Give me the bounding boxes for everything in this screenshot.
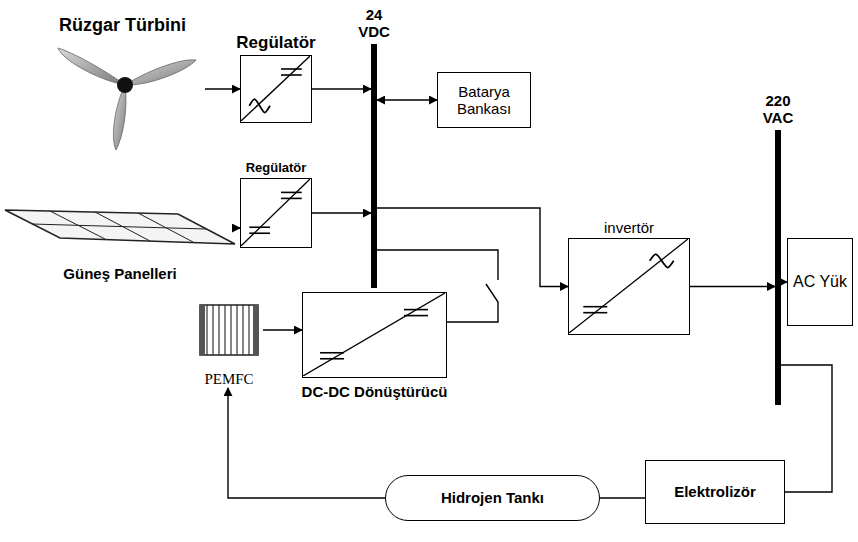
node-label: DC-DC Dönüştürücü [302, 383, 448, 400]
dc-dc-converter-box: DC-DC Dönüştürücü [302, 292, 447, 378]
connector [205, 88, 240, 89]
fuel-cell: PEMFC [195, 300, 263, 388]
converter-symbol [569, 239, 688, 333]
node-label: Regülatör [246, 161, 307, 176]
node-label: Rüzgar Türbini [59, 15, 186, 36]
node-label: Batarya Bankası [438, 83, 530, 118]
converter-symbol [241, 56, 310, 121]
regulator-box: Regülatör [240, 178, 312, 248]
node-label: Güneş Panelleri [63, 265, 176, 282]
connector [228, 388, 385, 498]
node-label: AC Yük [793, 273, 847, 291]
connector [600, 497, 645, 498]
connector [312, 88, 371, 89]
solar-panels: Güneş Panelleri [5, 200, 235, 282]
hydrogen-tank: Hidrojen Tankı [385, 475, 600, 521]
node-label: invertör [604, 219, 654, 236]
node-label: Hidrojen Tankı [441, 489, 544, 506]
node-label: Regülatör [236, 33, 315, 53]
fuel-cell-stack-icon [200, 305, 258, 355]
connector [690, 286, 775, 287]
connector [377, 208, 568, 287]
wind-turbine: Rüzgar Türbini [40, 15, 205, 155]
node-label: Elektrolizör [674, 483, 756, 500]
connector [781, 365, 832, 492]
electrolyzer-box: Elektrolizör [645, 460, 785, 524]
regulator-box: Regülatör [240, 55, 312, 123]
converter-symbol [241, 179, 310, 246]
converter-symbol [303, 293, 445, 376]
connector [312, 212, 371, 213]
ac-bus: 220 VAC [775, 130, 781, 405]
dc-bus: 24 VDC [371, 44, 377, 288]
node-label: PEMFC [204, 371, 253, 388]
connector [377, 99, 437, 100]
solar-panel-icon [5, 210, 235, 244]
wind-turbine-icon [58, 48, 196, 150]
connector [263, 329, 302, 330]
battery-bank-box: Batarya Bankası [437, 72, 531, 128]
ac-load-box: AC Yük [787, 238, 853, 326]
node-label: 24 VDC [351, 6, 397, 41]
inverter-box: invertör [568, 238, 690, 335]
node-label: 220 VAC [755, 92, 801, 127]
